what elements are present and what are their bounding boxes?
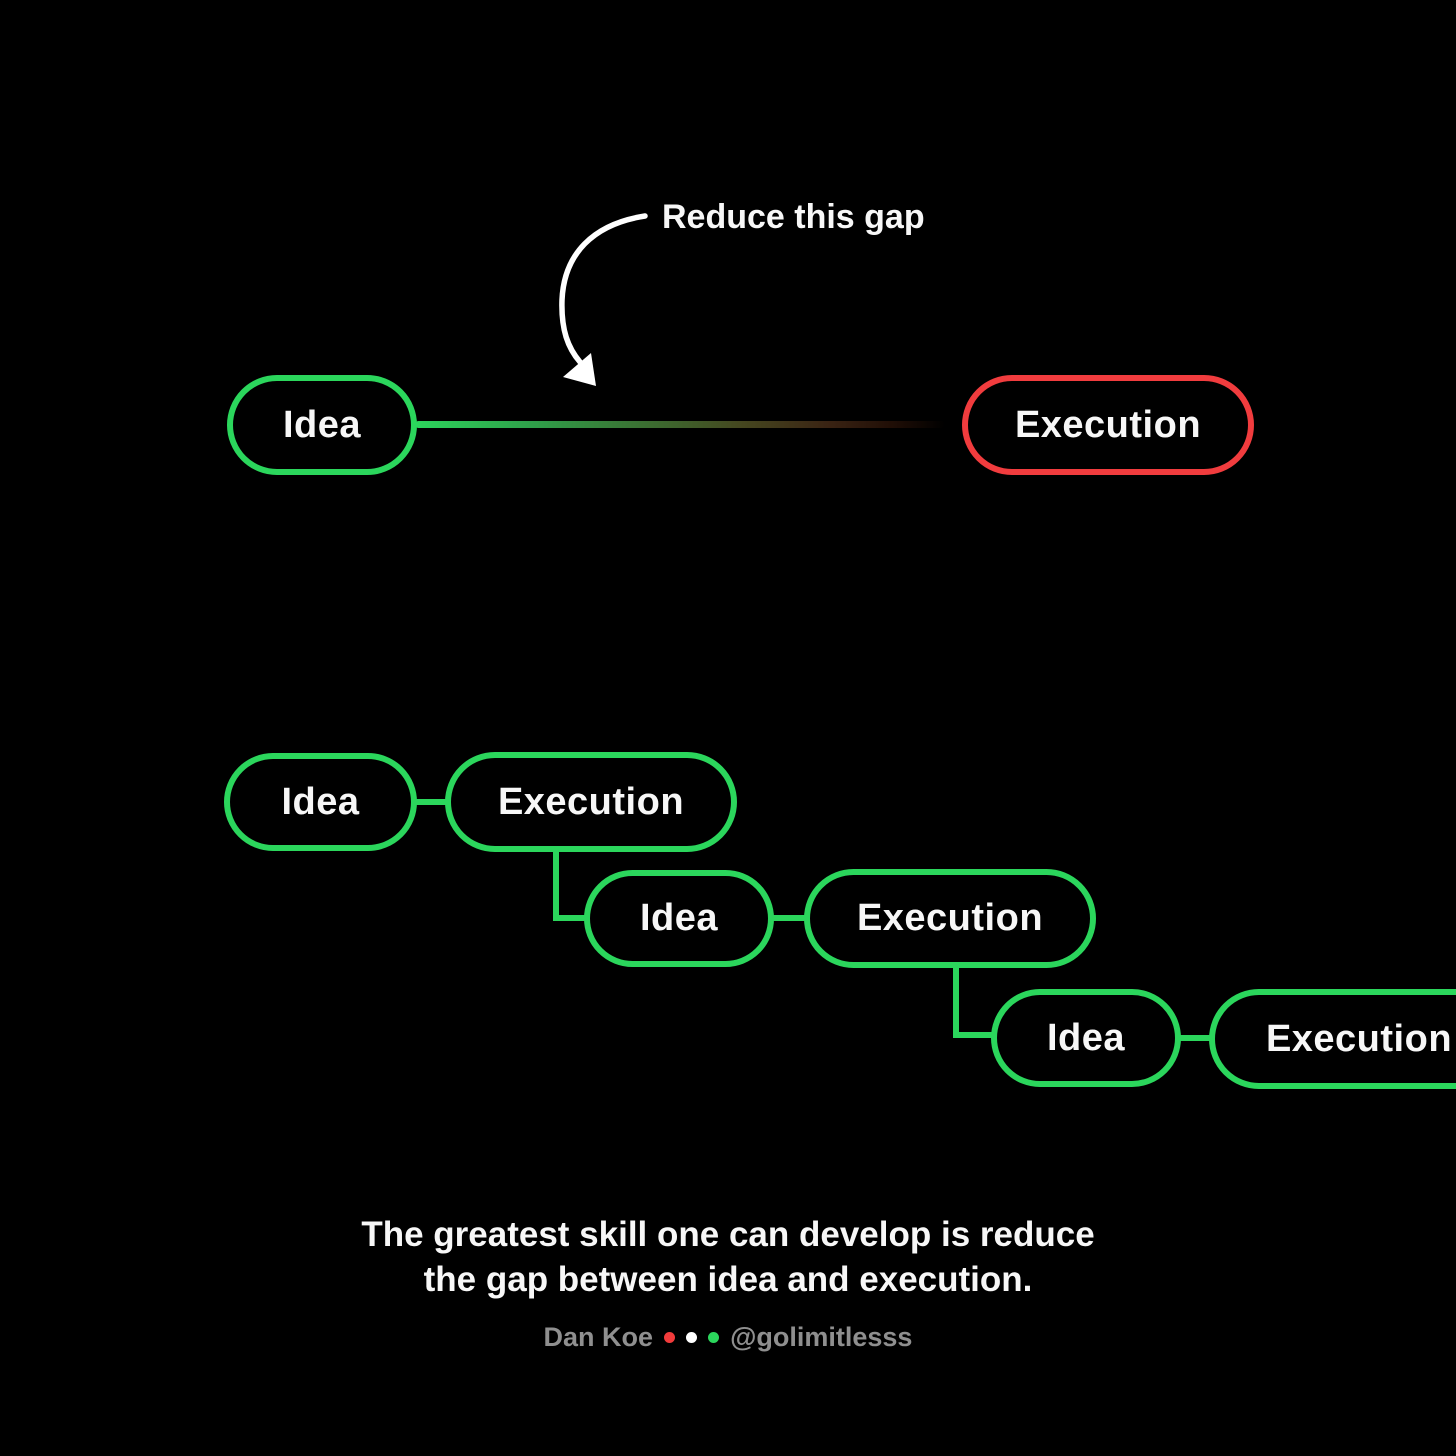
cascade-row3-idea-pill: Idea [991,989,1181,1087]
white-dot-icon [686,1332,698,1343]
top-execution-pill: Execution [962,375,1254,475]
attribution: Dan Koe @golimitlesss [0,1322,1456,1353]
author-handle: @golimitlesss [730,1322,913,1352]
row1-drop-line [553,850,559,918]
row2-link-line [772,915,806,921]
author-name: Dan Koe [543,1322,654,1352]
cascade-row3-execution-pill: Execution [1209,989,1456,1089]
cascade-row1-idea-pill: Idea [224,753,417,851]
cascade-row2-execution-label: Execution [856,897,1044,939]
cascade-row3-execution-label: Execution [1265,1017,1453,1060]
cascade-row3-idea-label: Idea [1046,1016,1126,1059]
row3-link-line [1179,1035,1211,1041]
top-execution-label: Execution [1014,403,1202,446]
red-dot-icon [664,1332,676,1343]
top-idea-label: Idea [282,403,362,446]
cascade-row2-idea-label: Idea [639,897,719,939]
caption-line-1: The greatest skill one can develop is re… [361,1215,1095,1254]
row1-elbow-line [553,915,587,921]
cascade-row1-idea-label: Idea [281,780,360,823]
cascade-row2-execution-pill: Execution [804,869,1096,968]
annotation-label: Reduce this gap [662,198,925,236]
top-idea-pill: Idea [227,375,417,475]
green-dot-icon [708,1332,720,1343]
caption-text: The greatest skill one can develop is re… [0,1212,1456,1302]
caption-line-2: the gap between idea and execution. [423,1260,1033,1299]
cascade-row2-idea-pill: Idea [584,870,774,967]
row2-drop-line [953,966,959,1034]
row2-elbow-line [953,1032,993,1038]
row1-link-line [414,799,447,805]
cascade-row1-execution-pill: Execution [445,752,737,852]
cascade-row1-execution-label: Execution [497,780,685,823]
idea-execution-gap-line [415,421,945,428]
